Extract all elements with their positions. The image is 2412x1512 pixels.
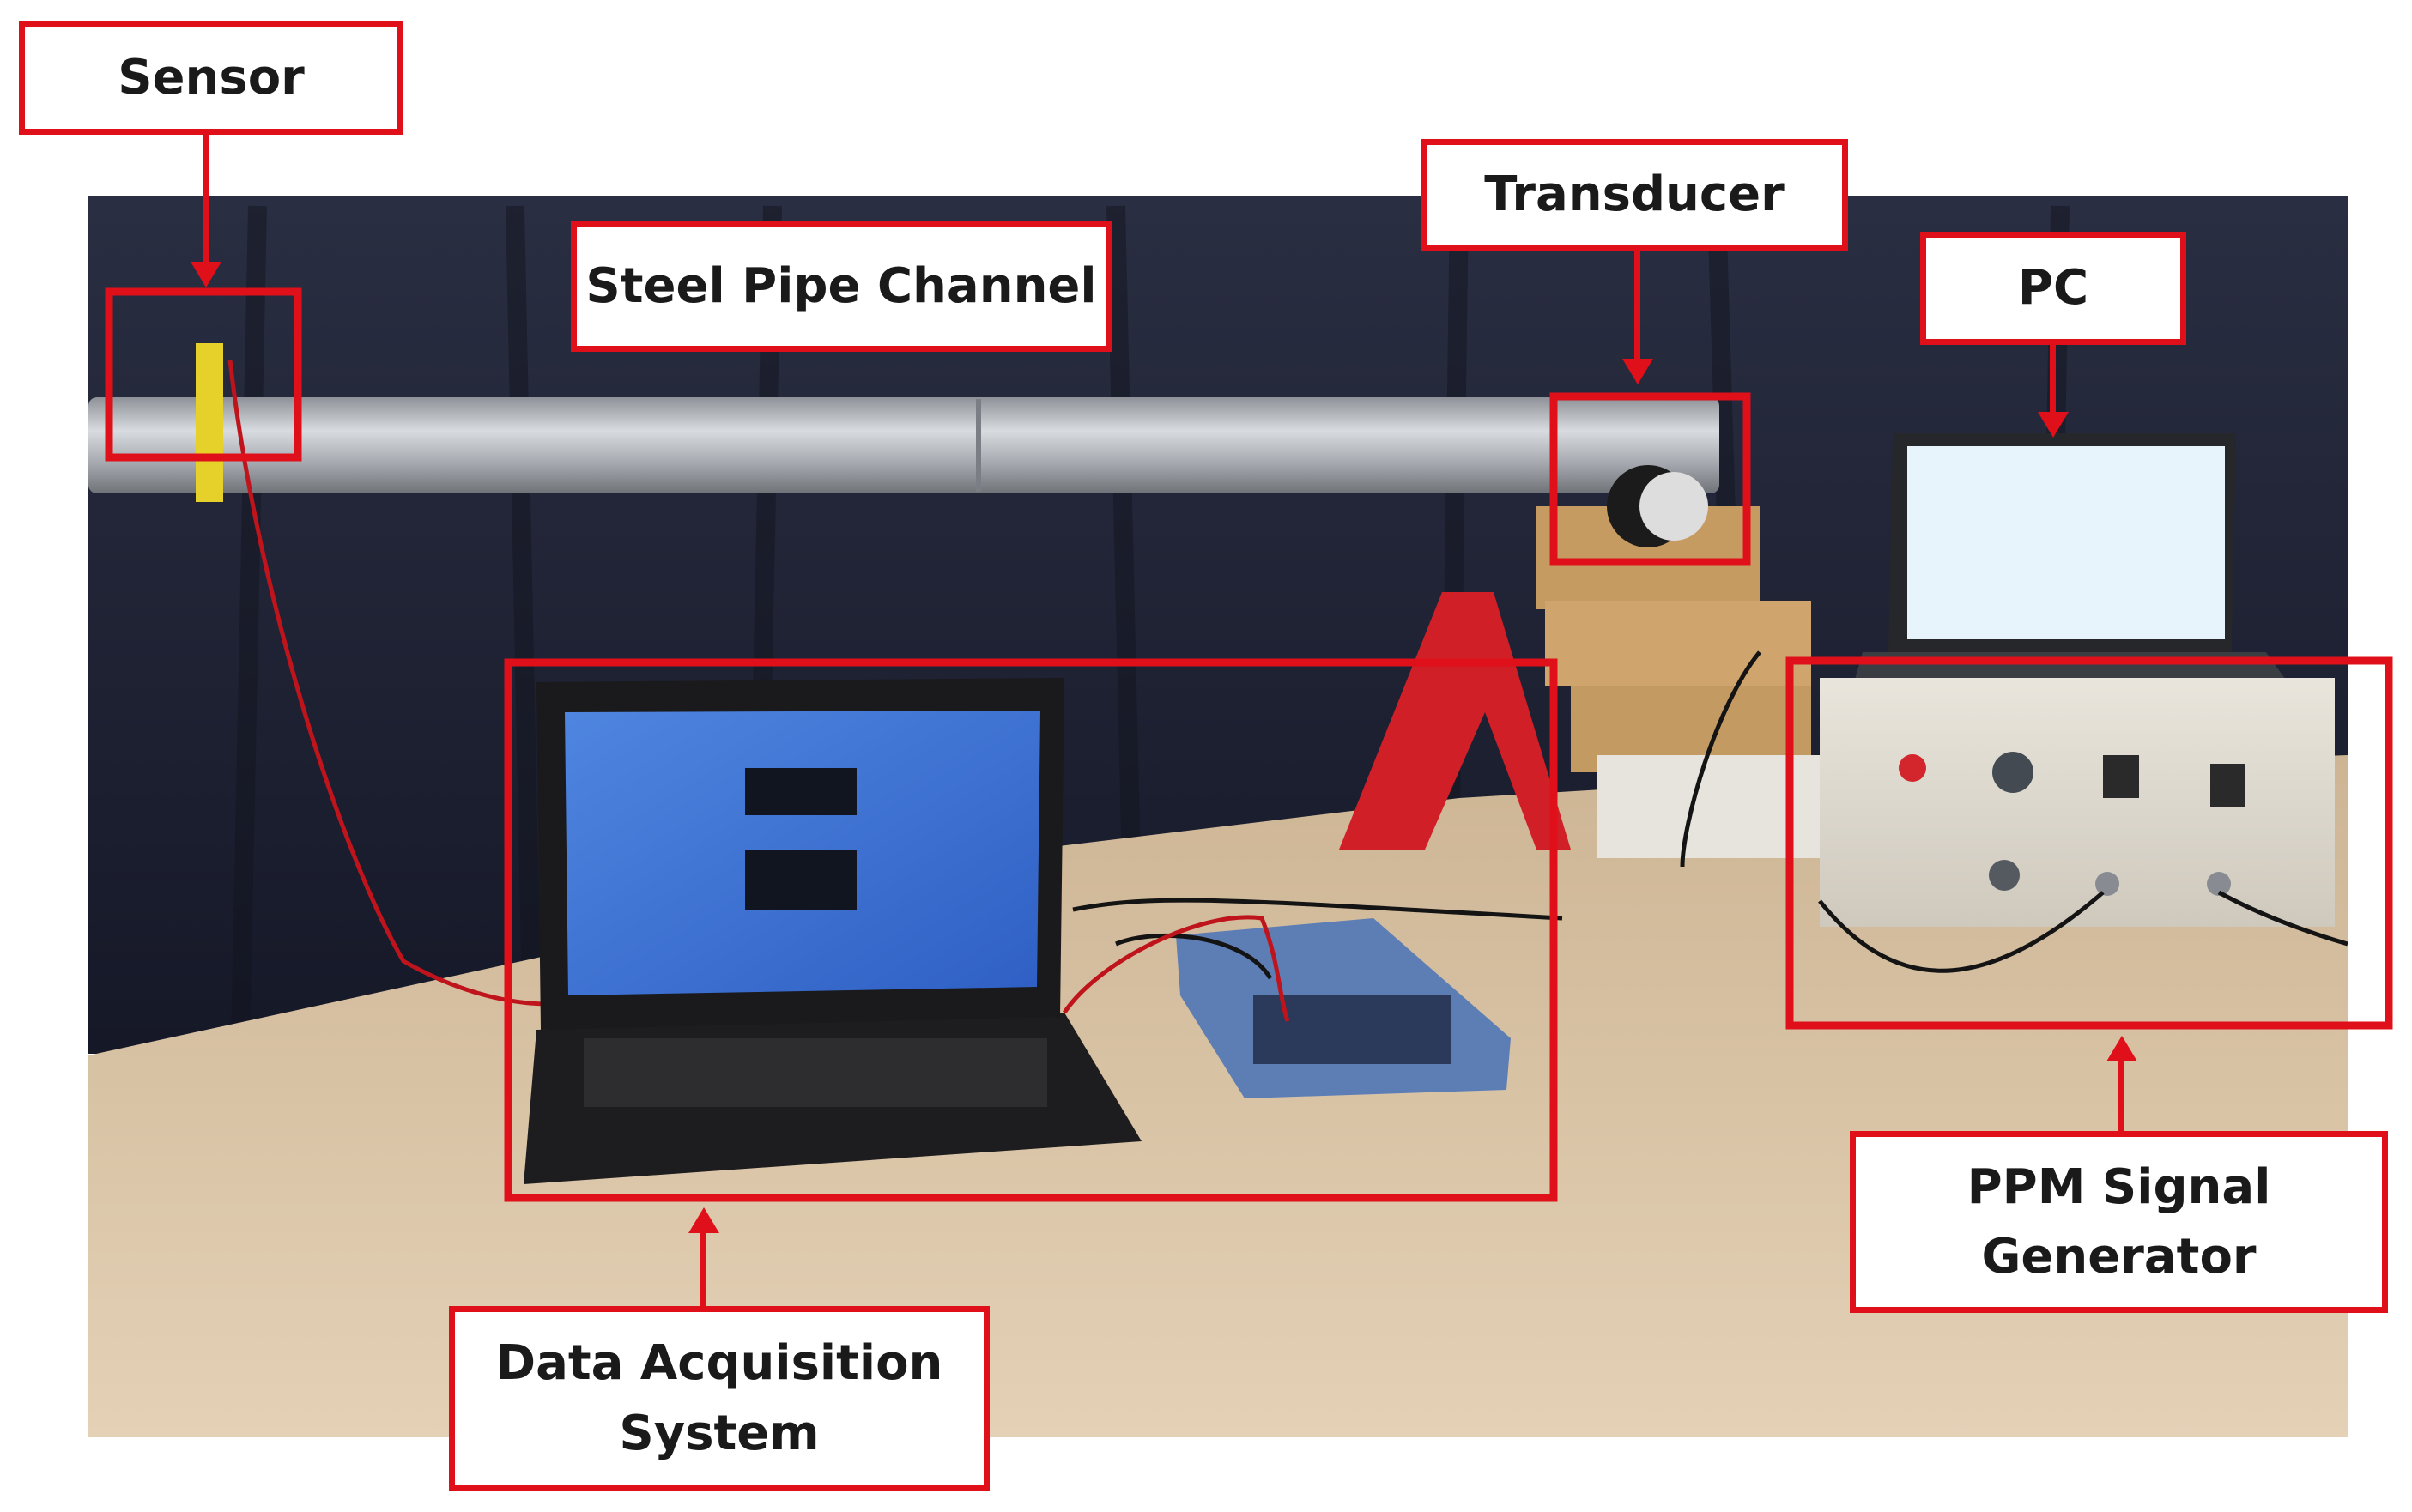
ppm-generator-knob (1992, 752, 2033, 793)
highlight-boxes (105, 287, 2393, 1202)
ppm-signal-generator-arrow (2118, 1060, 2124, 1131)
sensor-label: Sensor (19, 21, 403, 135)
sensor-wire (227, 360, 550, 1007)
transducer-speaker-rim (1639, 472, 1708, 541)
ppm-signal-generator-label: PPM Signal Generator (1850, 1131, 2388, 1313)
floor (88, 755, 2348, 1437)
steel-pipe (88, 397, 1719, 493)
steel-pipe-channel-label-text: Steel Pipe Channel (585, 258, 1097, 315)
ppm-generator-cables (1680, 650, 2348, 973)
daq-device-slot (1253, 995, 1451, 1064)
ppm-generator-highlight (1785, 656, 2393, 1030)
ppm-generator-port-3 (2207, 872, 2231, 896)
transducer-label: Transducer (1421, 139, 1848, 251)
steel-pipe-channel-label: Steel Pipe Channel (571, 221, 1112, 352)
sensor-tape (196, 343, 223, 502)
jack-stand (1339, 592, 1571, 850)
daq-red-cable (1062, 915, 1290, 1022)
pc-laptop-screen (1907, 446, 2225, 639)
sensor-label-text: Sensor (118, 50, 305, 106)
pc-label-text: PC (2017, 260, 2089, 317)
ppm-signal-generator-label-text: PPM Signal Generator (1967, 1158, 2271, 1285)
transducer-label-text: Transducer (1484, 166, 1785, 223)
daq-laptop-keyboard (584, 1038, 1047, 1107)
transducer-highlight (1549, 392, 1751, 566)
ppm-generator-port-1 (1989, 860, 2020, 891)
data-acquisition-system-label-text: Data Acquisition System (495, 1335, 943, 1461)
pc-arrow (2050, 345, 2056, 414)
daq-software-plot-2 (745, 850, 857, 910)
daq-cables (1072, 898, 1563, 980)
cardboard-box-middle (1545, 601, 1811, 686)
ppm-generator-body (1820, 678, 2335, 927)
pc-label: PC (1920, 232, 2186, 345)
ppm-generator-display-1 (2103, 755, 2139, 798)
white-base-box (1597, 755, 1820, 858)
daq-software-plot-1 (745, 768, 857, 815)
sensor-arrow (203, 135, 209, 263)
ppm-generator-port-2 (2095, 872, 2119, 896)
transducer-arrow (1634, 251, 1640, 360)
data-acquisition-system-label: Data Acquisition System (449, 1306, 990, 1491)
curtain-folds (231, 205, 2070, 1048)
ppm-generator-red-button (1899, 754, 1926, 782)
daq-highlight (504, 658, 1558, 1202)
sensor-highlight (105, 287, 302, 462)
data-acquisition-system-arrow (700, 1231, 706, 1306)
ppm-generator-display-2 (2210, 764, 2245, 807)
